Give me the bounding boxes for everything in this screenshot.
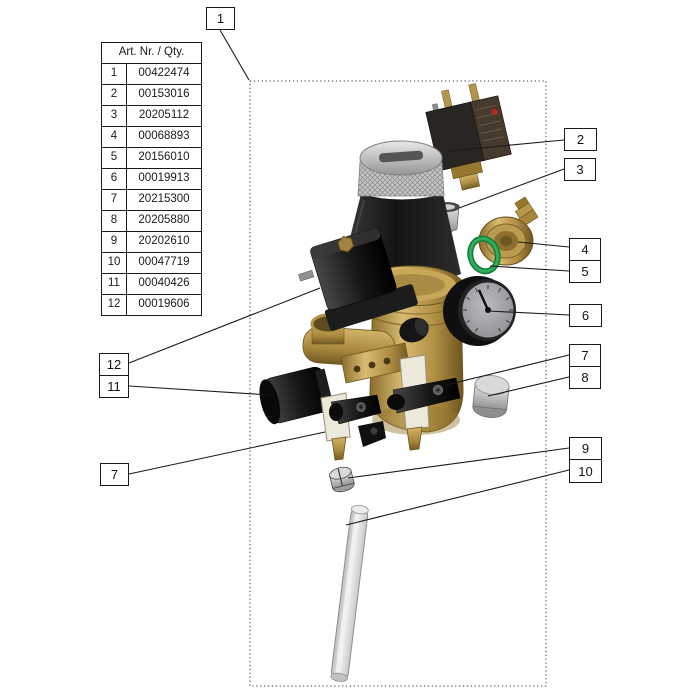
retaining-clip-icon: [329, 466, 355, 493]
regulator-bonnet-icon: [341, 140, 461, 286]
callout-label: 7: [581, 348, 589, 363]
callout-label: 1: [216, 11, 225, 26]
callout-label: 12: [106, 357, 122, 372]
callout-9: 9: [569, 437, 602, 460]
callout-label: 6: [581, 308, 590, 323]
leader-line-8: [487, 376, 570, 397]
callout-label: 10: [578, 463, 593, 479]
hose-barb-fitting-icon: [478, 196, 539, 266]
position-cell: 12: [101, 294, 127, 316]
callout-11: 11: [99, 375, 129, 398]
leader-line-11: [128, 385, 271, 396]
callout-label: 4: [581, 242, 589, 257]
callout-label: 3: [576, 162, 584, 177]
o-ring-icon: [467, 235, 501, 275]
leader-line-4: [517, 241, 570, 248]
protective-cap-icon: [259, 366, 334, 425]
drain-tube-icon: [330, 504, 369, 682]
callout-label: 2: [576, 132, 585, 147]
drain-valve-right-icon: [387, 354, 461, 451]
article-number-cell: 00153016: [126, 84, 202, 106]
leader-line-9: [347, 447, 570, 479]
leader-line-6: [487, 310, 570, 316]
callout-2: 2: [564, 128, 597, 151]
callout-label: 9: [581, 441, 590, 456]
callout-5: 5: [569, 260, 601, 283]
leader-line-5: [489, 265, 570, 272]
callout-1: 1: [206, 7, 235, 30]
leader-line-2: [448, 139, 565, 152]
leader-line-12: [128, 287, 321, 364]
leader-line-7-left: [128, 431, 326, 475]
callout-label: 11: [107, 379, 121, 394]
pressure-gauge-icon: [443, 276, 516, 346]
solenoid-coil-icon: [298, 227, 418, 331]
callout-7-left: 7: [100, 463, 129, 486]
leader-lines: [128, 29, 570, 526]
callout-label: 8: [581, 370, 589, 385]
leader-line-3: [458, 168, 565, 209]
callout-12: 12: [99, 353, 129, 376]
callout-3: 3: [564, 158, 596, 181]
leader-line-7-right: [445, 354, 570, 386]
callout-6: 6: [569, 304, 602, 327]
callout-4: 4: [569, 238, 601, 261]
blanking-plug-icon: [472, 375, 510, 418]
leader-line-10: [345, 469, 570, 526]
callout-10: 10: [569, 459, 602, 483]
callout-8: 8: [569, 366, 601, 389]
callout-7-right: 7: [569, 344, 601, 367]
callout-label: 7: [110, 467, 119, 482]
leader-line-1: [219, 29, 250, 81]
callout-label: 5: [581, 264, 589, 279]
article-number-cell: 00019606: [126, 294, 202, 316]
drain-valve-left-icon: [320, 392, 386, 461]
